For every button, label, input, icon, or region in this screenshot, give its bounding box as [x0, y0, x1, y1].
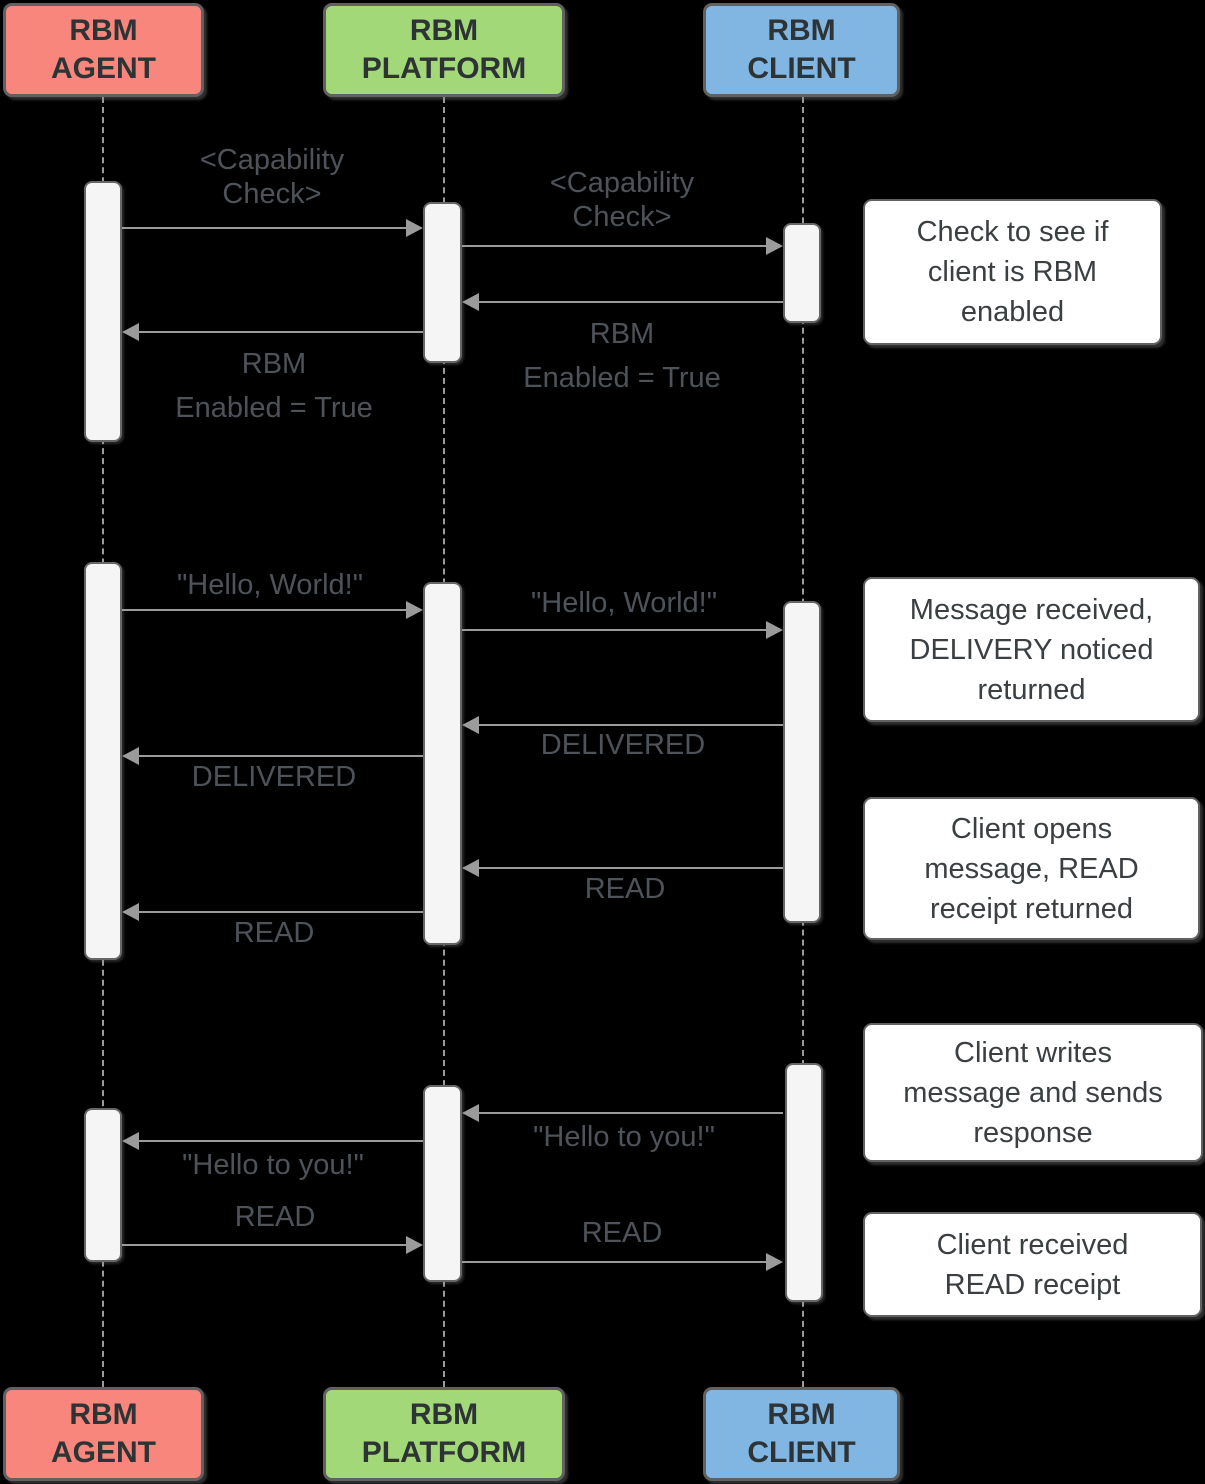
actor-box-rbm-client-bottom: RBM CLIENT [703, 1387, 900, 1481]
note-message-received: Message received, DELIVERY noticed retur… [863, 577, 1200, 722]
arrowhead-icon [462, 716, 479, 734]
arrowhead-icon [766, 1253, 783, 1271]
arrow-delivered-client-to-platform [462, 716, 783, 734]
actor-label-line: CLIENT [747, 1436, 856, 1469]
arrow-shaft [135, 331, 423, 333]
arrow-shaft [462, 629, 770, 631]
arrowhead-icon [462, 293, 479, 311]
arrow-capability-check-platform-to-client [462, 237, 783, 255]
arrow-shaft [462, 245, 770, 247]
actor-label-line: RBM [767, 14, 836, 47]
message-label-hello-world-1: "Hello, World!" [176, 569, 364, 601]
arrow-shaft [122, 609, 410, 611]
arrow-shaft [135, 911, 423, 913]
message-label-read-2: READ [233, 917, 315, 949]
message-label-rbm-enabled-2: RBM Enabled = True [175, 348, 373, 424]
note-client-writes-message: Client writes message and sends response [863, 1023, 1203, 1162]
arrow-capability-check-agent-to-platform [122, 219, 423, 237]
arrow-rbm-enabled-client-to-platform [462, 293, 783, 311]
message-label-hello-to-you-1: "Hello to you!" [533, 1121, 715, 1153]
actor-label-line: AGENT [51, 52, 156, 85]
arrow-delivered-platform-to-agent [122, 747, 423, 765]
activation-bar-client-1 [783, 223, 821, 323]
actor-label-line: RBM [767, 1398, 836, 1431]
arrow-hello-to-you-client-to-platform [462, 1104, 783, 1122]
arrow-shaft [475, 301, 783, 303]
arrow-shaft [475, 867, 783, 869]
actor-label-line: CLIENT [747, 52, 856, 85]
actor-box-rbm-agent-bottom: RBM AGENT [3, 1387, 204, 1481]
arrow-hello-world-platform-to-client [462, 621, 783, 639]
arrow-hello-world-agent-to-platform [122, 601, 423, 619]
note-client-opens-message: Client opens message, READ receipt retur… [863, 797, 1200, 940]
arrowhead-icon [766, 621, 783, 639]
activation-bar-client-3 [785, 1063, 823, 1302]
message-label-capability-check-1: <Capability Check> [199, 144, 345, 210]
message-label-delivered-1: DELIVERED [540, 729, 706, 761]
actor-box-rbm-platform-bottom: RBM PLATFORM [323, 1387, 565, 1481]
arrow-read-platform-to-agent [122, 903, 423, 921]
activation-bar-platform-1 [423, 202, 462, 363]
actor-label-line: RBM [409, 14, 479, 47]
actor-box-rbm-agent-top: RBM AGENT [3, 3, 204, 97]
arrowhead-icon [122, 1132, 139, 1150]
arrow-rbm-enabled-platform-to-agent [122, 323, 423, 341]
arrowhead-icon [462, 1104, 479, 1122]
arrow-shaft [122, 227, 410, 229]
arrowhead-icon [406, 601, 423, 619]
activation-bar-agent-2 [84, 562, 122, 960]
note-client-received-read: Client received READ receipt [863, 1212, 1202, 1317]
activation-bar-agent-3 [84, 1108, 122, 1262]
actor-box-rbm-client-top: RBM CLIENT [703, 3, 900, 97]
arrow-shaft [475, 724, 783, 726]
arrow-read-platform-to-client [462, 1253, 783, 1271]
arrowhead-icon [122, 903, 139, 921]
arrow-hello-to-you-platform-to-agent [122, 1132, 423, 1150]
arrow-shaft [135, 755, 423, 757]
arrow-read-agent-to-platform [122, 1236, 423, 1254]
actor-label-line: RBM [409, 1398, 479, 1431]
arrow-shaft [475, 1112, 783, 1114]
arrowhead-icon [122, 323, 139, 341]
arrow-read-client-to-platform [462, 859, 783, 877]
arrowhead-icon [766, 237, 783, 255]
actor-box-rbm-platform-top: RBM PLATFORM [323, 3, 565, 97]
message-label-hello-world-2: "Hello, World!" [530, 587, 718, 619]
note-capability-check: Check to see if client is RBM enabled [863, 199, 1162, 345]
arrow-shaft [462, 1261, 770, 1263]
message-label-delivered-2: DELIVERED [191, 761, 357, 793]
arrow-shaft [122, 1244, 410, 1246]
arrowhead-icon [406, 1236, 423, 1254]
activation-bar-platform-2 [423, 582, 462, 945]
message-label-hello-to-you-2: "Hello to you!" [182, 1149, 364, 1181]
message-label-rbm-enabled-1: RBM Enabled = True [523, 318, 721, 394]
message-label-read-1: READ [584, 873, 666, 905]
message-label-read-3: READ [234, 1201, 316, 1233]
activation-bar-platform-3 [423, 1085, 462, 1282]
activation-bar-agent-1 [84, 181, 122, 442]
actor-label-line: PLATFORM [361, 52, 527, 85]
activation-bar-client-2 [783, 601, 821, 923]
actor-label-line: AGENT [51, 1436, 156, 1469]
arrowhead-icon [406, 219, 423, 237]
actor-label-line: RBM [69, 14, 138, 47]
message-label-read-4: READ [581, 1217, 663, 1249]
arrow-shaft [135, 1140, 423, 1142]
actor-label-line: RBM [69, 1398, 138, 1431]
arrowhead-icon [462, 859, 479, 877]
message-label-capability-check-2: <Capability Check> [549, 167, 695, 233]
actor-label-line: PLATFORM [361, 1436, 527, 1469]
arrowhead-icon [122, 747, 139, 765]
